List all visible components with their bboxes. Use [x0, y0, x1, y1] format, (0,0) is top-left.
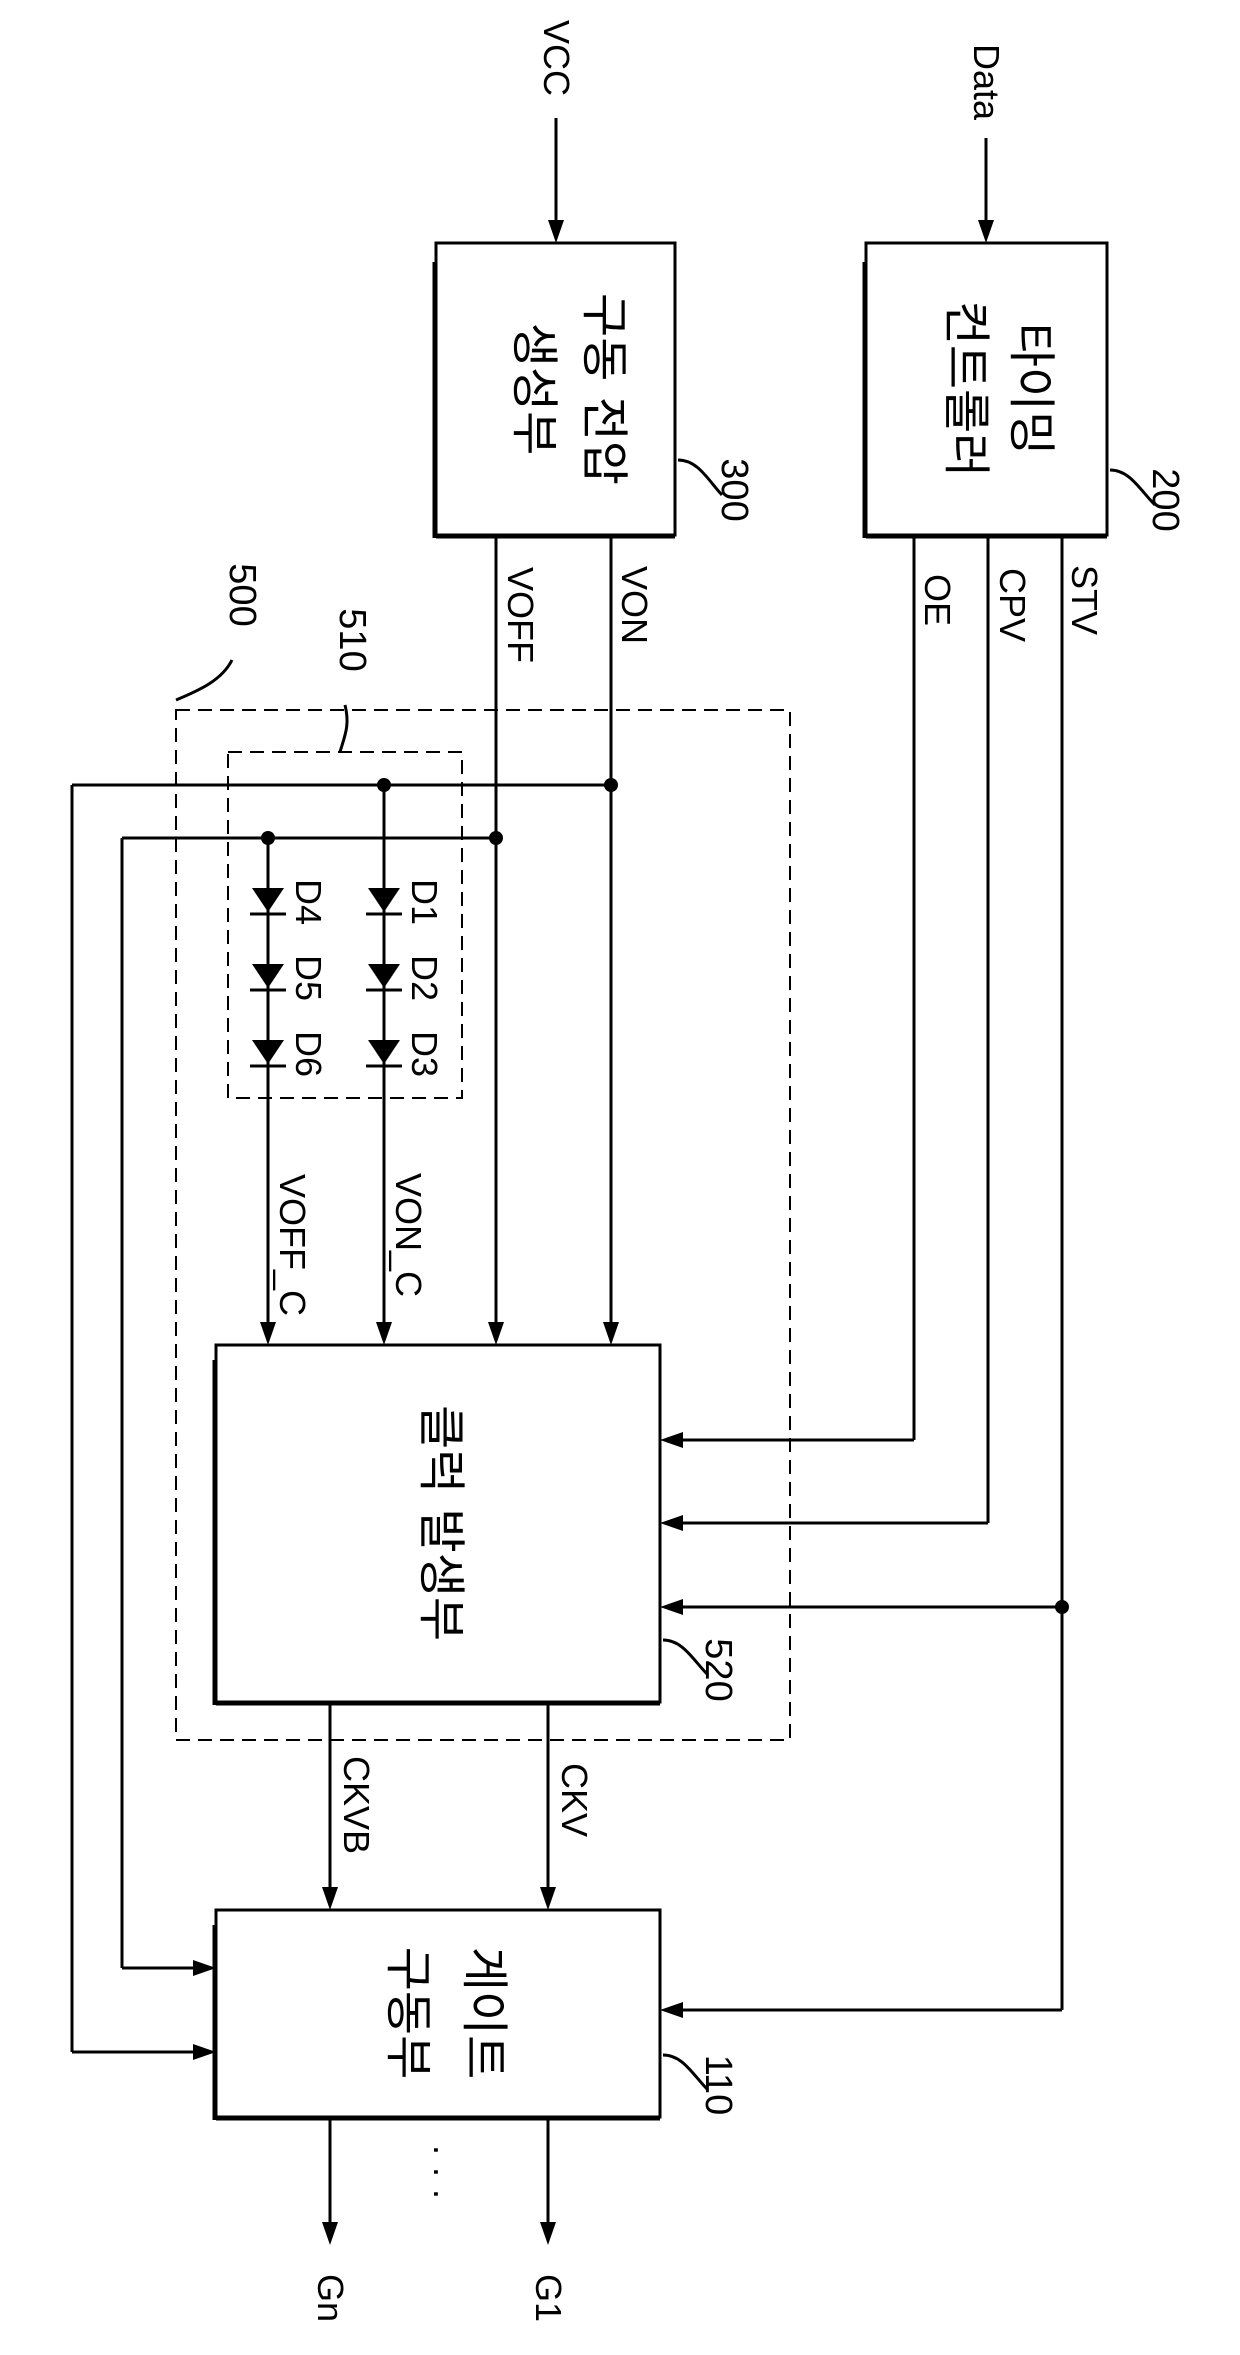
- ref-520-label: 520: [697, 1638, 739, 1701]
- ref-200-label: 200: [1144, 468, 1186, 531]
- ref-510-label: 510: [331, 608, 373, 671]
- timing-controller-label-2: 컨트롤러: [938, 301, 994, 478]
- d2-label: D2: [404, 955, 445, 1001]
- diode-d6: [250, 1040, 286, 1066]
- diode-d1: [366, 888, 402, 914]
- diode-d2: [366, 964, 402, 990]
- timing-controller-block: 타이밍 컨트롤러: [866, 243, 1107, 538]
- von-c-label: VON_C: [388, 1173, 429, 1297]
- ellipsis-label: · · ·: [418, 2144, 459, 2200]
- data-input-label: Data: [966, 44, 1007, 121]
- ref-300-label: 300: [713, 458, 755, 521]
- diode-d5: [250, 964, 286, 990]
- von-label: VON: [614, 566, 655, 644]
- ckvb-label: CKVB: [336, 1756, 377, 1854]
- d3-label: D3: [404, 1031, 445, 1077]
- drive-voltage-label-2: 생성부: [506, 323, 562, 455]
- g1-label: G1: [528, 2274, 569, 2322]
- diode-d3: [366, 1040, 402, 1066]
- gate-driver-block: 게이트 구동부: [216, 1910, 660, 2120]
- gn-label: Gn: [310, 2274, 351, 2322]
- gate-driver-label-1: 게이트: [456, 1947, 512, 2079]
- stv-label: STV: [1064, 565, 1105, 635]
- drive-voltage-label-1: 구동 전압: [576, 293, 632, 485]
- clock-generator-block: 클럭 발생부: [216, 1345, 660, 1705]
- d1-label: D1: [404, 879, 445, 925]
- d4-label: D4: [288, 879, 329, 925]
- drive-voltage-generator-block: 구동 전압 생성부: [436, 243, 675, 538]
- clock-generator-label: 클럭 발생부: [413, 1405, 469, 1641]
- voff-label: VOFF: [500, 567, 541, 663]
- ref-500-label: 500: [221, 563, 263, 626]
- oe-label: OE: [917, 574, 958, 626]
- voff-c-label: VOFF_C: [272, 1174, 313, 1316]
- d5-label: D5: [288, 955, 329, 1001]
- d6-label: D6: [288, 1031, 329, 1077]
- diode-d4: [250, 888, 286, 914]
- timing-controller-label-1: 타이밍: [1003, 323, 1059, 455]
- vcc-input-label: VCC: [536, 20, 577, 96]
- ckv-label: CKV: [554, 1763, 595, 1837]
- ref-110-label: 110: [697, 2055, 739, 2116]
- cpv-label: CPV: [992, 568, 1033, 642]
- gate-driver-label-2: 구동부: [380, 1947, 436, 2079]
